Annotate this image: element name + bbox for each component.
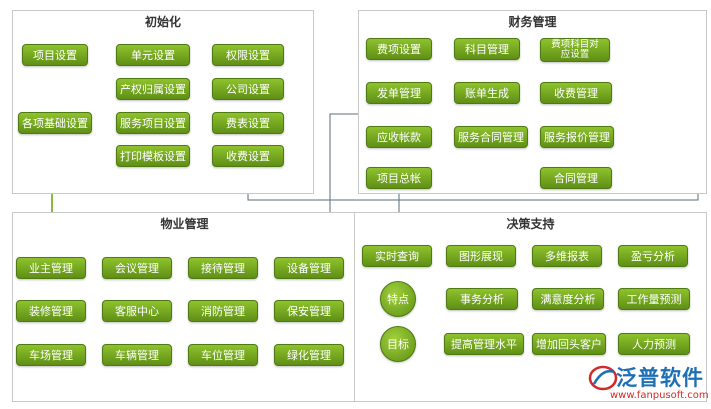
node-renovation-management[interactable]: 装修管理: [16, 300, 86, 322]
node-parking-lot-management[interactable]: 车场管理: [16, 344, 86, 366]
node-service-contract-management[interactable]: 服务合同管理: [454, 126, 528, 148]
node-increase-returning-customers[interactable]: 增加回头客户: [532, 333, 606, 355]
panel-title-init: 初始化: [144, 15, 181, 29]
node-customer-service-center[interactable]: 客服中心: [102, 300, 172, 322]
node-improve-management[interactable]: 提高管理水平: [444, 333, 524, 355]
node-goal-circle: 目标: [380, 326, 416, 362]
node-project-ledger[interactable]: 项目总帐: [366, 167, 432, 189]
logo-mark-icon: [588, 365, 618, 391]
node-contract-management[interactable]: 合同管理: [540, 167, 612, 189]
node-basic-settings[interactable]: 各项基础设置: [18, 112, 92, 134]
logo-name: 泛普软件: [616, 366, 704, 390]
node-ownership-settings[interactable]: 产权归属设置: [116, 78, 190, 100]
node-realtime-query[interactable]: 实时查询: [362, 245, 432, 267]
node-parking-space-management[interactable]: 车位管理: [188, 344, 258, 366]
node-feature-circle: 特点: [380, 281, 416, 317]
node-bill-generation[interactable]: 账单生成: [454, 82, 520, 104]
node-fee-table-settings[interactable]: 费表设置: [212, 112, 284, 134]
node-charge-settings[interactable]: 收费设置: [212, 145, 284, 167]
node-vehicle-management[interactable]: 车辆管理: [102, 344, 172, 366]
node-service-item-settings[interactable]: 服务项目设置: [116, 112, 190, 134]
node-fee-item-settings[interactable]: 费项设置: [366, 38, 432, 60]
panel-title-decision: 决策支持: [506, 217, 555, 231]
node-permission-settings[interactable]: 权限设置: [212, 44, 284, 66]
node-equipment-management[interactable]: 设备管理: [274, 257, 344, 279]
node-unit-settings[interactable]: 单元设置: [116, 44, 190, 66]
node-manpower-forecast[interactable]: 人力预测: [618, 333, 690, 355]
node-profit-loss-analysis[interactable]: 盈亏分析: [618, 245, 688, 267]
node-workload-forecast[interactable]: 工作量预测: [618, 288, 690, 310]
node-satisfaction-analysis[interactable]: 满意度分析: [532, 288, 604, 310]
node-company-settings[interactable]: 公司设置: [212, 78, 284, 100]
node-multidim-report[interactable]: 多维报表: [532, 245, 602, 267]
panel-title-finance: 财务管理: [508, 15, 557, 29]
node-greening-management[interactable]: 绿化管理: [274, 344, 344, 366]
node-project-settings[interactable]: 项目设置: [22, 44, 88, 66]
node-charge-management[interactable]: 收费管理: [540, 82, 612, 104]
logo-url: www.fanpusoft.com: [610, 390, 709, 401]
node-owner-management[interactable]: 业主管理: [16, 257, 86, 279]
node-graphic-display[interactable]: 图形展现: [446, 245, 516, 267]
node-receivables[interactable]: 应收帐款: [366, 126, 432, 148]
node-fee-account-mapping[interactable]: 费项科目对应设置: [540, 38, 610, 62]
panel-title-property: 物业管理: [160, 217, 209, 231]
node-reception-management[interactable]: 接待管理: [188, 257, 258, 279]
node-bill-issue-management[interactable]: 发单管理: [366, 82, 432, 104]
company-logo: 泛普软件 www.fanpusoft.com: [588, 362, 709, 406]
node-fire-management[interactable]: 消防管理: [188, 300, 258, 322]
node-print-template-settings[interactable]: 打印模板设置: [116, 145, 190, 167]
node-meeting-management[interactable]: 会议管理: [102, 257, 172, 279]
node-service-quote-management[interactable]: 服务报价管理: [540, 126, 614, 148]
node-security-management[interactable]: 保安管理: [274, 300, 344, 322]
node-account-management[interactable]: 科目管理: [454, 38, 520, 60]
node-affair-analysis[interactable]: 事务分析: [446, 288, 518, 310]
